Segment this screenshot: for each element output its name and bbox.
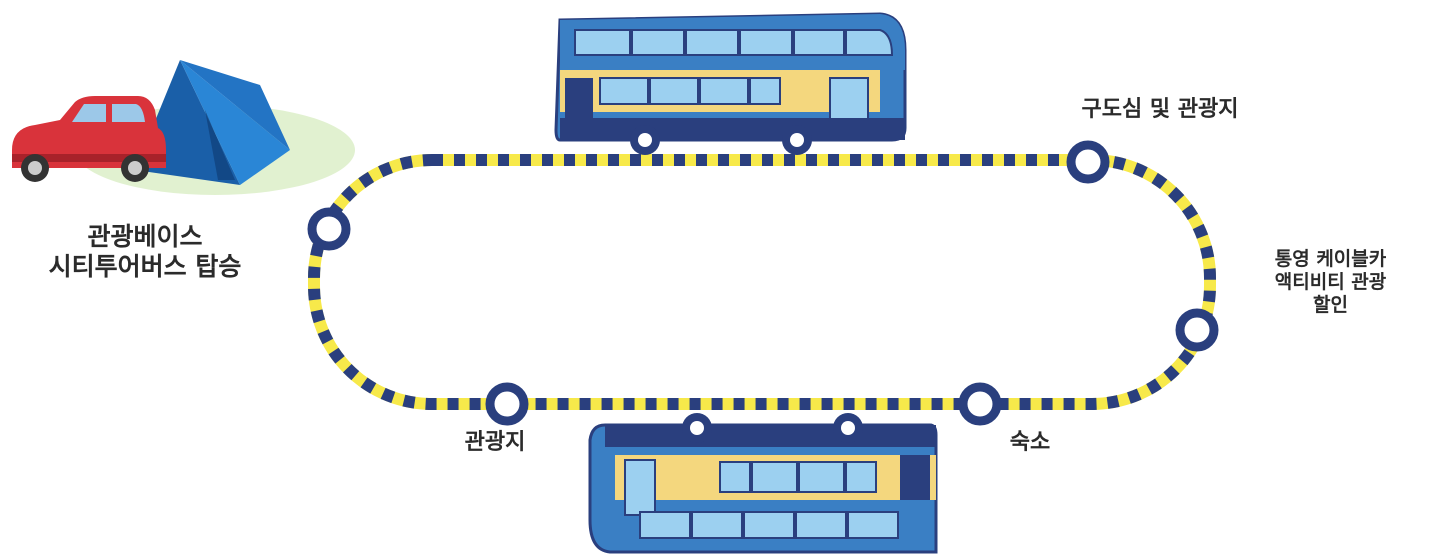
bus-bottom-icon	[588, 413, 938, 554]
label-start: 관광베이스 시티투어버스 탑승	[10, 222, 280, 282]
stop-marker-lodging	[958, 382, 1002, 426]
stop-marker-start	[307, 207, 351, 251]
stop-marker-icon	[307, 140, 1219, 426]
label-old-town: 구도심 및 관광지	[1081, 97, 1239, 122]
label-cablecar-line2: 액티비티 관광	[1274, 270, 1387, 293]
route-base	[308, 154, 1216, 410]
car-icon	[12, 96, 166, 182]
stop-marker-attraction	[485, 382, 529, 426]
label-cablecar-line3: 할인	[1313, 293, 1348, 316]
label-cablecar: 통영 케이블카 액티비티 관광 할인	[1228, 248, 1433, 316]
bus-top-icon	[554, 12, 907, 155]
label-start-line2: 시티투어버스 탑승	[48, 252, 242, 281]
label-attraction: 관광지	[464, 430, 526, 455]
stop-marker-cablecar	[1175, 308, 1219, 352]
route-dashes	[308, 154, 1216, 410]
label-start-line1: 관광베이스	[87, 222, 203, 251]
label-cablecar-line1: 통영 케이블카	[1274, 248, 1387, 270]
stop-marker-old-town	[1066, 140, 1110, 184]
label-lodging: 숙소	[1009, 430, 1051, 455]
